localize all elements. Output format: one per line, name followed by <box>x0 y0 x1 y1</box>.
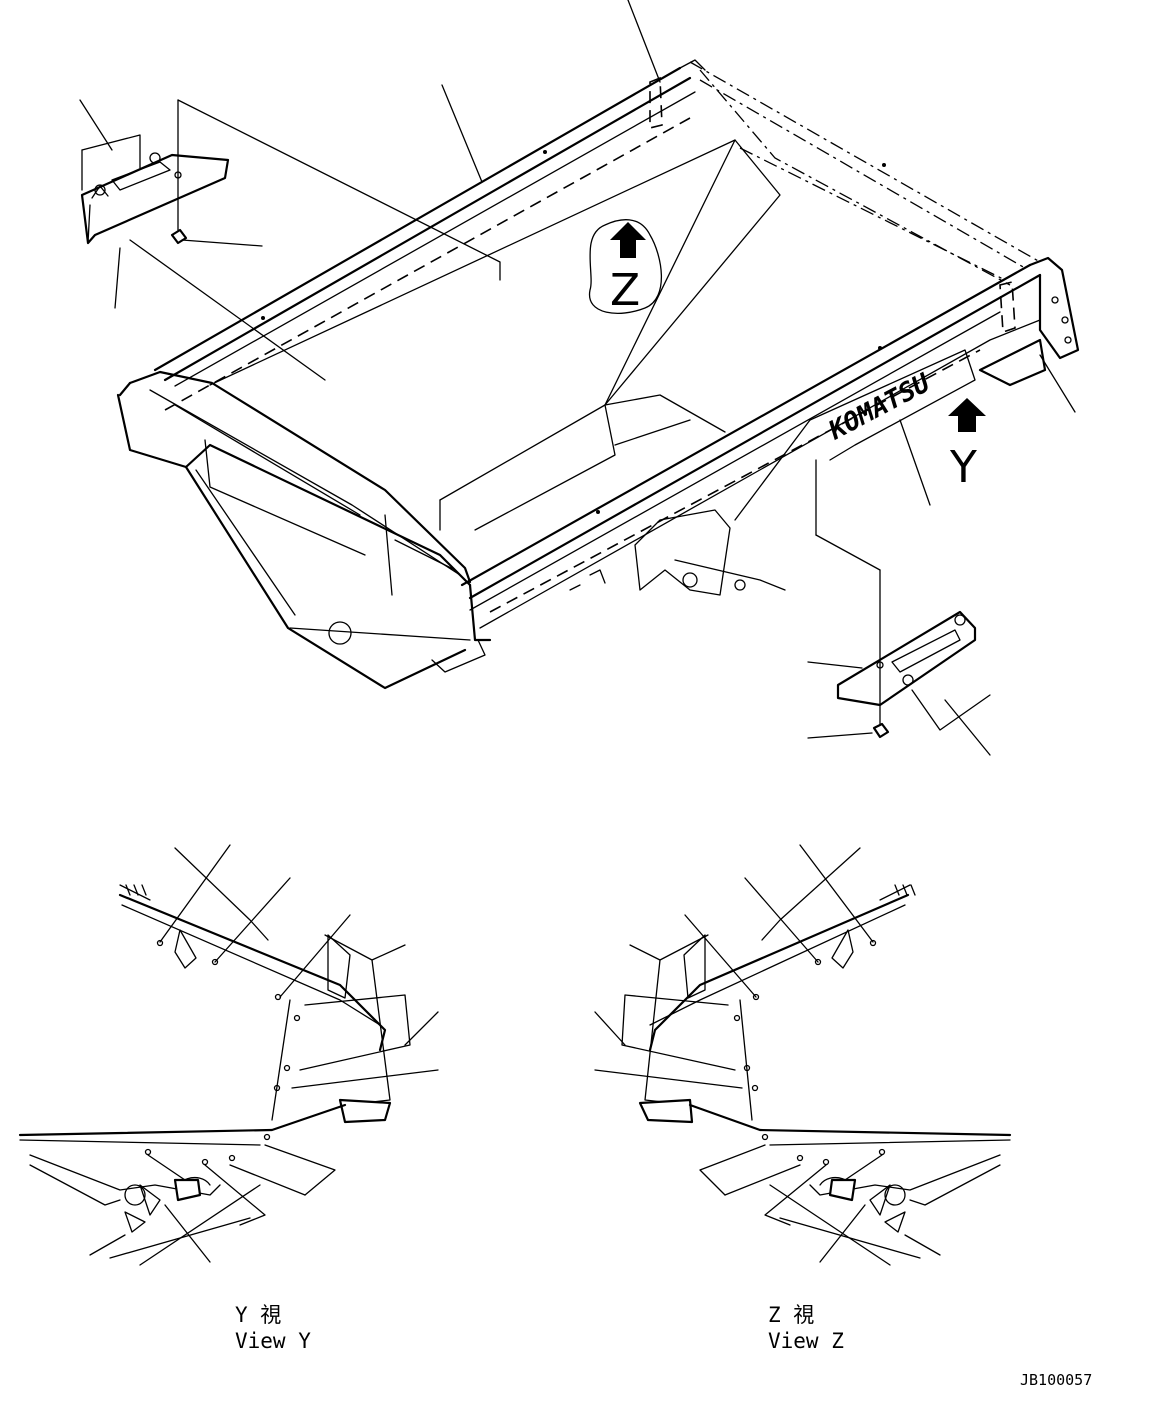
view-z-letter: Z <box>610 265 640 316</box>
view-y-caption-en: View Y <box>235 1329 311 1353</box>
view-z-marker: Z <box>589 219 663 316</box>
view-y-letter: Y <box>949 442 977 493</box>
arrow-up-icon <box>948 398 986 432</box>
view-y-drawing <box>18 844 439 1266</box>
view-y-caption-jp: Y 視 <box>235 1303 281 1327</box>
dump-body: KOMATSU <box>116 59 1080 690</box>
detail-plate-upper-left <box>79 99 501 381</box>
leader-lines-main <box>441 0 1076 506</box>
view-y-marker: Y <box>948 398 986 493</box>
detail-plate-lower-right <box>807 459 991 756</box>
view-z-drawing <box>594 844 1012 1266</box>
drawing-number: JB100057 <box>1020 1371 1092 1389</box>
arrow-up-icon <box>610 222 646 258</box>
view-z-caption-jp: Z 視 <box>768 1303 814 1327</box>
view-z-caption-en: View Z <box>768 1329 844 1353</box>
